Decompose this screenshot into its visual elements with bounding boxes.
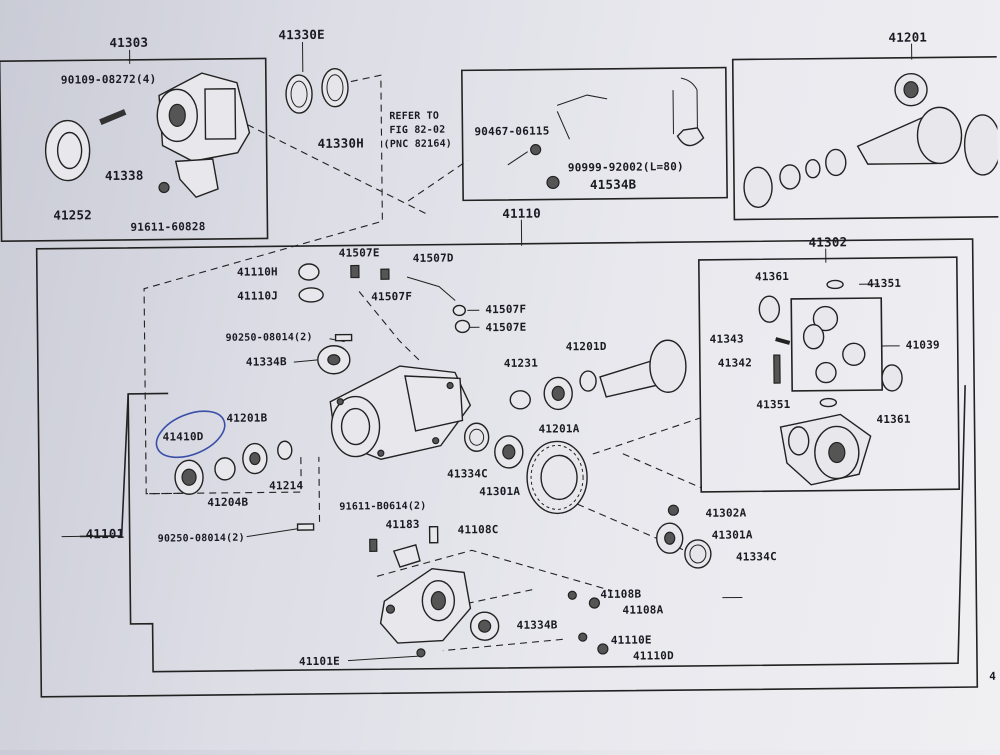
label-41110h: 41110H <box>237 266 278 278</box>
bolt-91611 <box>159 182 169 192</box>
seal-41410d <box>149 402 232 495</box>
washer-41214 <box>278 441 292 459</box>
pinion-41201 <box>743 73 1000 208</box>
label-41201d: 41201D <box>566 341 607 353</box>
label-41507d: 41507D <box>413 252 454 264</box>
ring-gear <box>527 441 588 514</box>
label-41334b-a: 41334B <box>246 356 287 368</box>
label-90999: 90999-92002(L=80) <box>568 161 684 174</box>
label-41534b: 41534B <box>590 179 636 191</box>
plug-41110h <box>299 264 319 280</box>
label-41338: 41338 <box>105 170 144 182</box>
carrier-41110 <box>330 365 471 459</box>
pin-90250-a <box>336 335 352 341</box>
label-91611-60828: 91611-60828 <box>130 221 205 234</box>
label-41214: 41214 <box>269 480 303 492</box>
label-41302a: 41302A <box>705 507 746 519</box>
bearing-41334b-b <box>470 612 498 640</box>
stud-90109 <box>100 112 125 122</box>
cover-41101e <box>380 568 471 657</box>
label-41507e-top: 41507E <box>339 247 380 259</box>
label-41342: 41342 <box>718 357 752 369</box>
label-41334c-a: 41334C <box>447 468 488 480</box>
label-41330e: 41330E <box>278 29 324 41</box>
label-41334b-b: 41334B <box>517 619 558 631</box>
frame-41039 <box>791 298 882 391</box>
label-41303: 41303 <box>109 37 148 49</box>
label-41410d: 41410D <box>163 431 204 443</box>
label-41183: 41183 <box>386 519 420 531</box>
label-90467: 90467-06115 <box>474 125 549 138</box>
diff-case <box>780 414 871 485</box>
label-41231: 41231 <box>504 358 538 370</box>
bolt-41302a <box>668 505 678 515</box>
label-41361-b: 41361 <box>876 414 910 426</box>
label-90250-b: 90250-08014(2) <box>158 533 245 546</box>
label-41330h: 41330H <box>318 137 364 149</box>
pin-90250-b <box>298 524 314 530</box>
bolt-91611-b0614 <box>370 539 377 551</box>
label-41361-a: 41361 <box>755 271 789 283</box>
label-41351-a: 41351 <box>867 278 901 290</box>
bearing-41301a-a <box>495 436 523 468</box>
spacer-41231 <box>510 391 530 409</box>
fitting-41108c <box>430 527 438 543</box>
label-41201a: 41201A <box>539 423 580 435</box>
label-41108b: 41108B <box>600 589 641 601</box>
bearing-41301a-b <box>657 523 683 553</box>
label-41108a: 41108A <box>622 604 663 616</box>
label-41252: 41252 <box>53 209 92 221</box>
label-90250-a: 90250-08014(2) <box>226 332 313 345</box>
oring-41330h <box>322 69 348 107</box>
bearing-41201b <box>243 443 267 473</box>
label-41201b: 41201B <box>226 412 267 424</box>
label-41110: 41110 <box>502 208 541 220</box>
label-90109: 90109-08272(4) <box>61 74 157 87</box>
ring-41334c-a <box>465 423 489 451</box>
label-41507f-b: 41507F <box>485 304 526 316</box>
label-41110e: 41110E <box>611 634 652 646</box>
label-41343: 41343 <box>710 333 744 345</box>
refer-line-2: FIG 82-02 <box>389 125 445 138</box>
label-41301a-a: 41301A <box>479 486 520 498</box>
frame-41101-left <box>78 393 169 536</box>
bracket-41338 <box>176 159 218 197</box>
label-41301a-b: 41301A <box>712 529 753 541</box>
plate-41183 <box>394 545 420 567</box>
label-41108c: 41108C <box>458 524 499 536</box>
ring-41334c-b <box>685 540 711 568</box>
page-ref: 4 <box>989 671 996 683</box>
spacer-41204b <box>215 458 235 480</box>
refer-line-1: REFER TO <box>389 111 439 124</box>
label-91611-b0614: 91611-B0614(2) <box>339 501 426 514</box>
label-41101e: 41101E <box>299 656 340 668</box>
label-41507e-b: 41507E <box>485 322 526 334</box>
label-41039: 41039 <box>906 339 940 351</box>
refer-line-3: (PNC 82164) <box>384 138 453 151</box>
bearing-41201a <box>544 377 572 409</box>
label-41201: 41201 <box>888 32 927 44</box>
gasket-41110j <box>299 288 323 302</box>
label-41101: 41101 <box>86 528 125 540</box>
seal-41252 <box>45 120 90 180</box>
bearing-41334b-a <box>318 346 350 374</box>
label-41507f-a: 41507F <box>371 291 412 303</box>
label-41302: 41302 <box>809 236 848 248</box>
housing-41303 <box>157 73 250 162</box>
label-41334c-b: 41334C <box>736 551 777 563</box>
label-41110j: 41110J <box>237 290 278 302</box>
label-41204b: 41204B <box>207 497 248 509</box>
label-41351-b: 41351 <box>756 399 790 411</box>
label-41110d: 41110D <box>633 650 674 662</box>
oring-41330e <box>286 75 312 113</box>
